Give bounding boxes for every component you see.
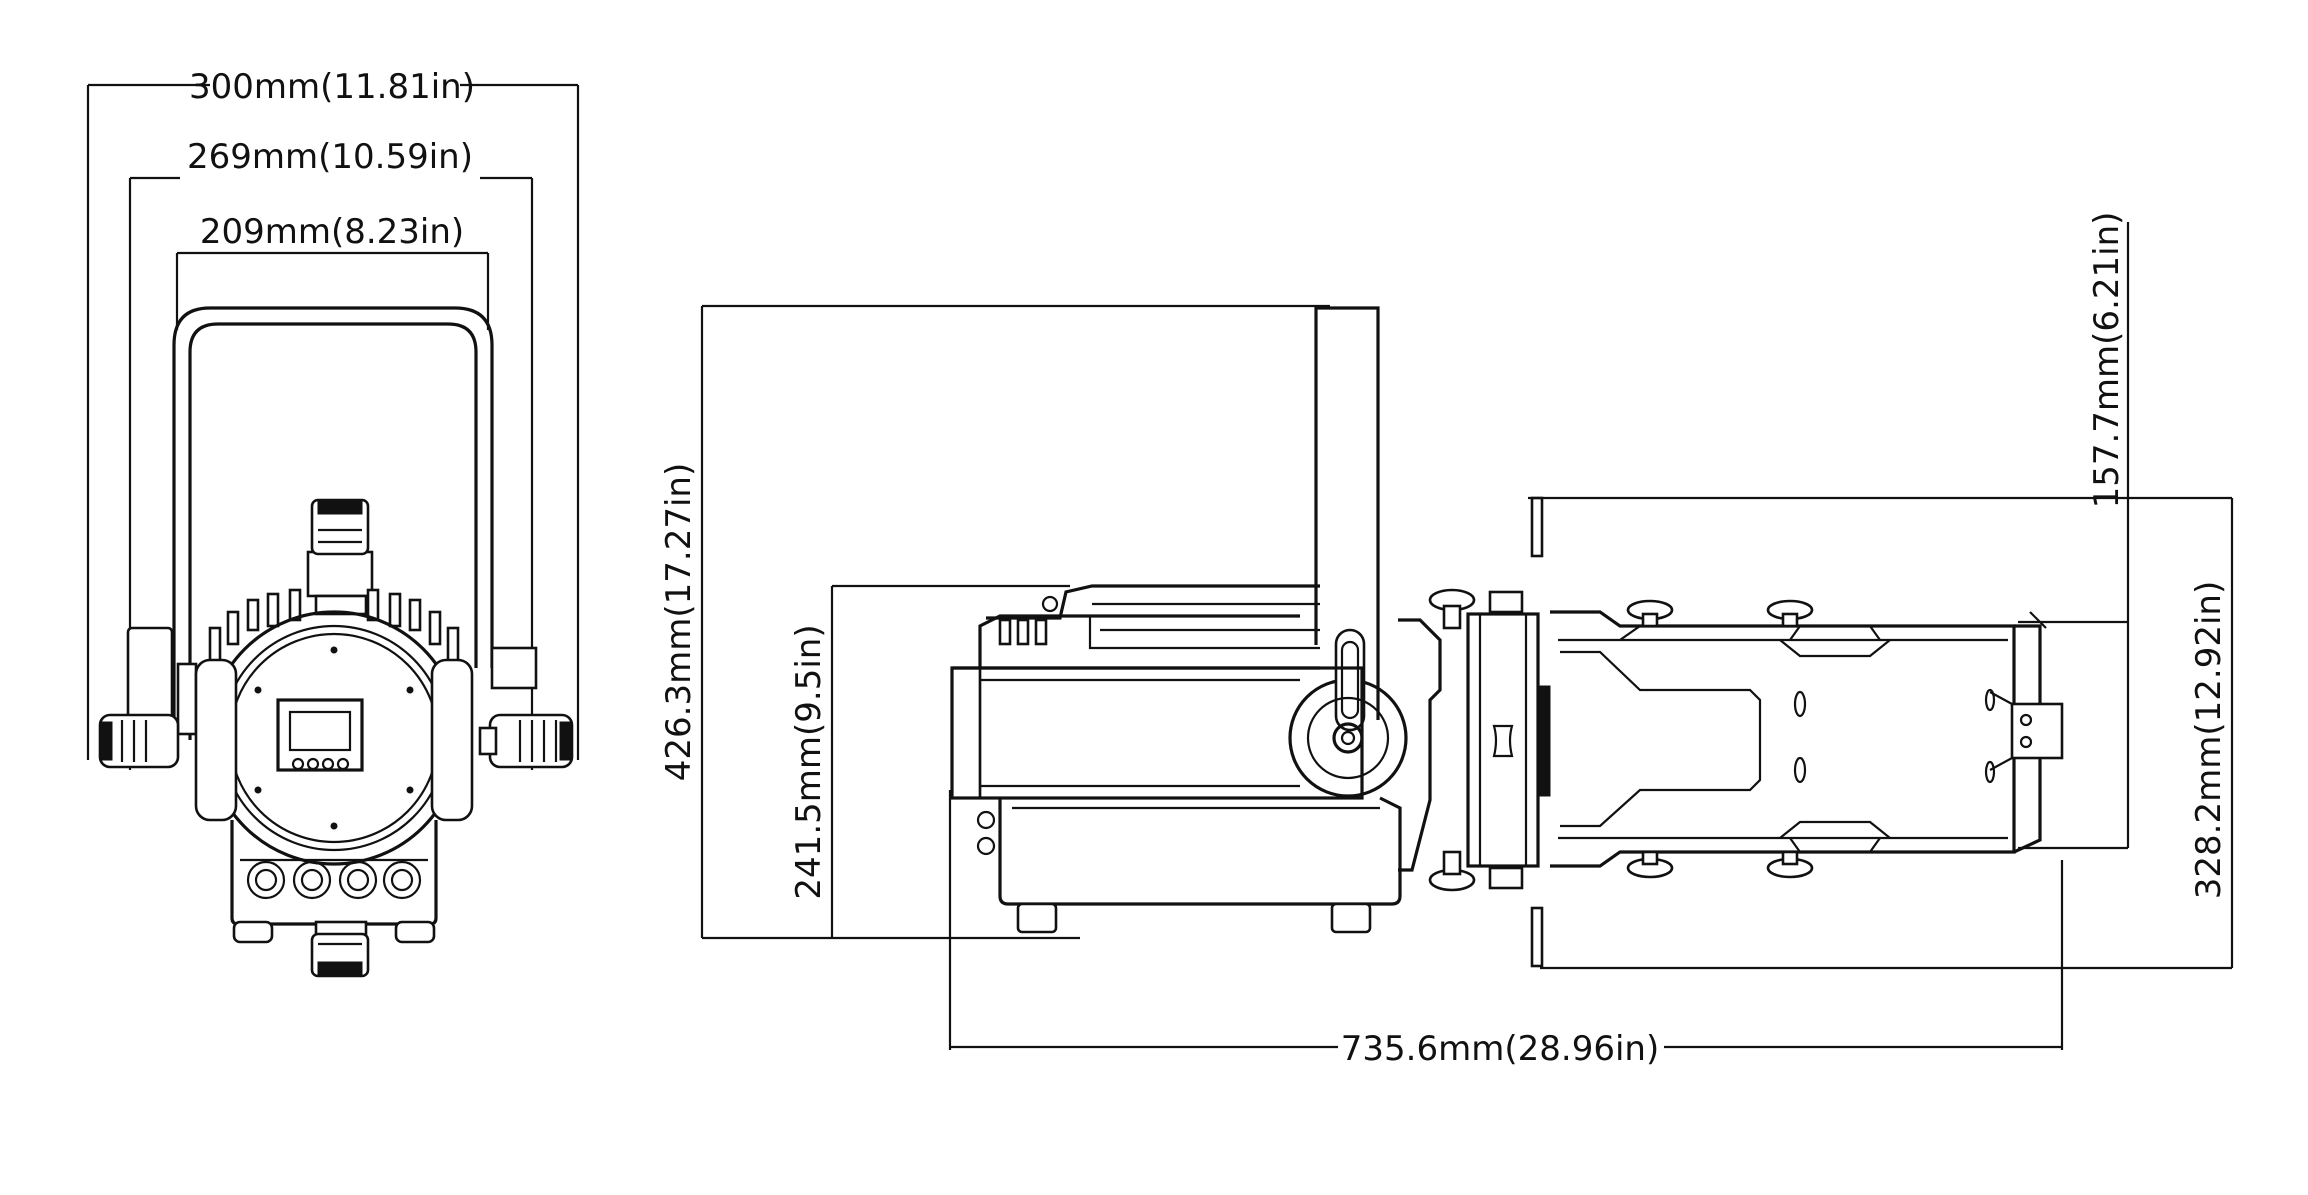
front-width-mid-dimension: 269mm(10.59in) xyxy=(128,137,534,770)
side-height-body-dimension: 241.5mm(9.5in) xyxy=(789,584,1070,938)
shutter-knob-bottom-icon xyxy=(1428,850,1524,892)
side-height-total-label: 426.3mm(17.27in) xyxy=(659,463,699,781)
shutter-knob-top-icon xyxy=(1428,588,1524,630)
front-view: 300mm(11.81in) 269mm(10.59in) 209mm(8.23… xyxy=(86,67,580,978)
front-width-mid-label: 269mm(10.59in) xyxy=(187,137,473,177)
left-knob-icon xyxy=(98,713,180,769)
lens-height-large-dimension: 328.2mm(12.92in) xyxy=(1540,496,2234,970)
side-length-total-label: 735.6mm(28.96in) xyxy=(1341,1029,1659,1069)
side-height-body-label: 241.5mm(9.5in) xyxy=(789,624,829,899)
barrel-knob-4-icon xyxy=(1766,850,1814,879)
side-view: 426.3mm(17.27in) 241.5mm(9.5in) 735.6mm(… xyxy=(659,304,2064,1069)
right-knob-icon xyxy=(478,713,574,769)
front-width-total-label: 300mm(11.81in) xyxy=(189,67,475,107)
lens-height-small-label: 157.7mm(6.21in) xyxy=(2087,212,2127,509)
top-knob-icon xyxy=(306,498,374,616)
side-length-total-dimension: 735.6mm(28.96in) xyxy=(948,790,2064,1069)
yoke-lock-knob-icon xyxy=(1288,628,1408,798)
barrel-knob-2-icon xyxy=(1766,599,1814,628)
front-width-inner-label: 209mm(8.23in) xyxy=(200,212,464,252)
front-width-total-dimension: 300mm(11.81in) xyxy=(86,67,580,760)
bottom-knob-icon xyxy=(310,920,370,978)
connectors xyxy=(240,858,428,900)
cooling-fins xyxy=(208,588,460,664)
front-width-inner-dimension: 209mm(8.23in) xyxy=(175,212,490,330)
side-height-total-dimension: 426.3mm(17.27in) xyxy=(659,304,1330,940)
barrel-knob-1-icon xyxy=(1626,599,1674,628)
ring-screws xyxy=(254,646,414,830)
rear-fins xyxy=(998,595,1320,650)
lens-height-small-dimension: 157.7mm(6.21in) xyxy=(1528,212,2130,850)
lens-height-large-label: 328.2mm(12.92in) xyxy=(2189,581,2229,899)
display-panel-icon xyxy=(276,698,364,772)
barrel-knob-3-icon xyxy=(1626,850,1674,879)
